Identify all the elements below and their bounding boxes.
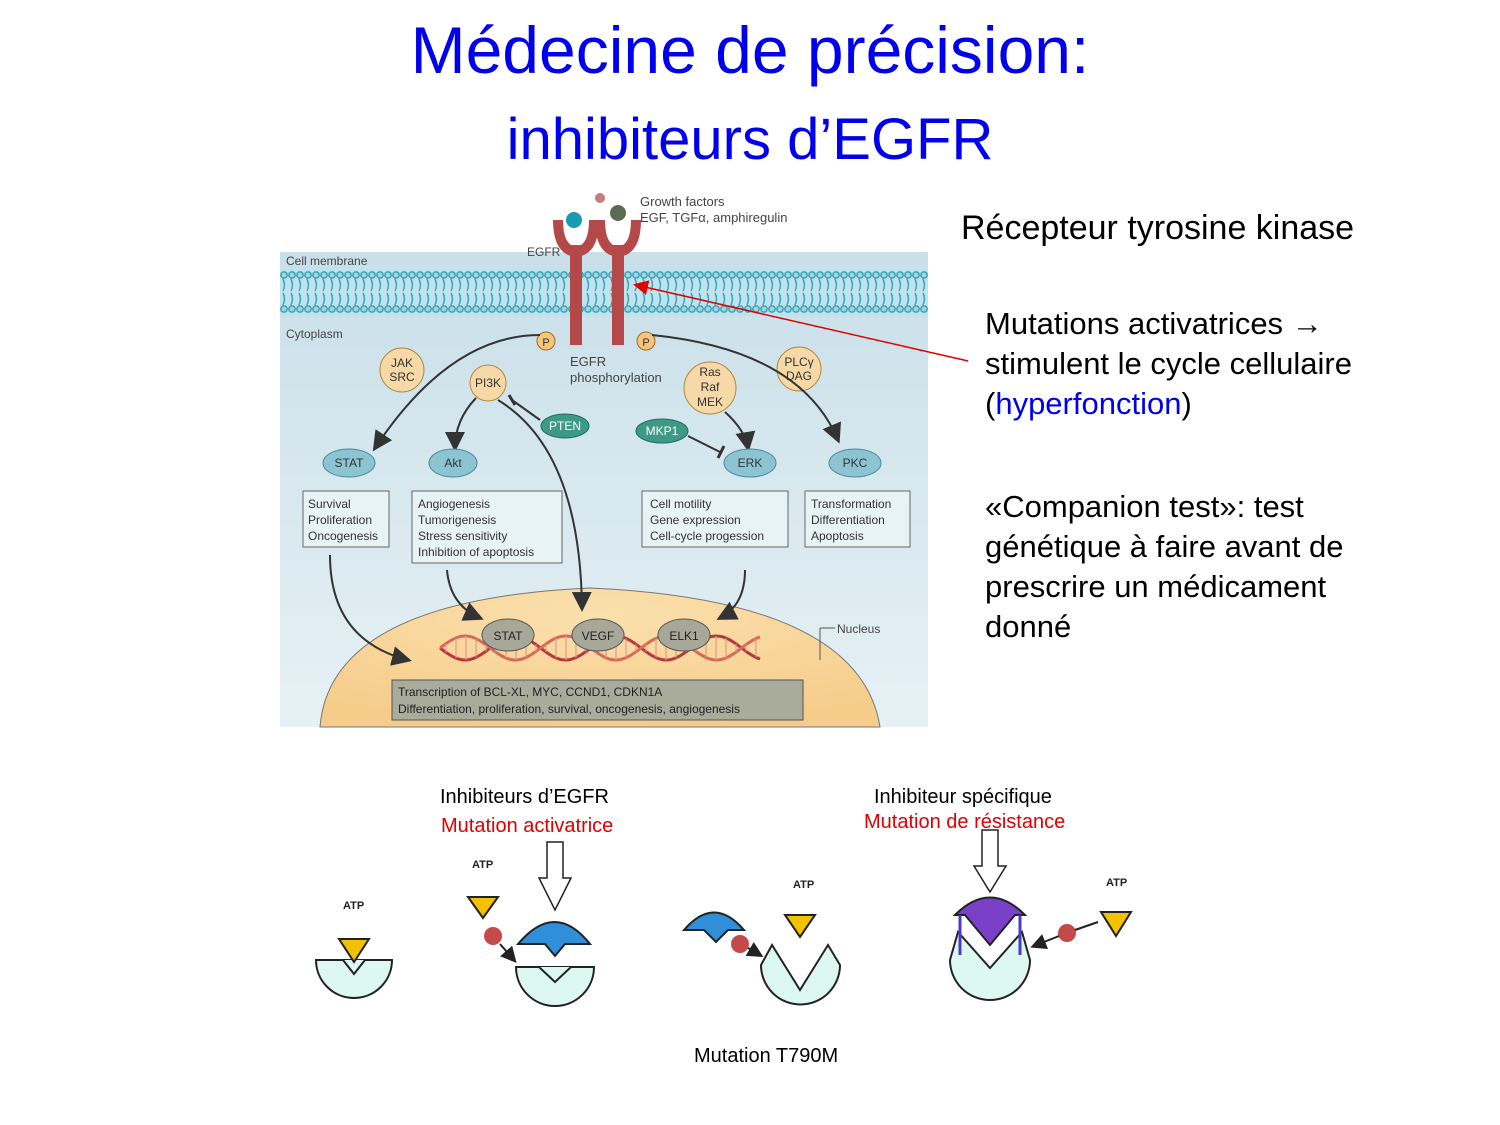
stat-node: STAT bbox=[322, 448, 376, 478]
egfr-label: EGFR bbox=[527, 245, 561, 259]
svg-text:Oncogenesis: Oncogenesis bbox=[308, 529, 378, 543]
svg-text:ATP: ATP bbox=[343, 900, 364, 912]
svg-text:STAT: STAT bbox=[335, 456, 365, 470]
hyperfonction-text: hyperfonction bbox=[995, 386, 1182, 421]
svg-text:PI3K: PI3K bbox=[475, 376, 501, 390]
svg-text:SRC: SRC bbox=[389, 370, 415, 384]
growth-factors-label: Growth factors bbox=[640, 194, 725, 209]
erk-node: ERK bbox=[723, 448, 777, 478]
cycle-text: stimulent le cycle cellulaire bbox=[985, 346, 1352, 381]
companion-line: «Companion test»: test bbox=[985, 489, 1304, 524]
mkp1-node: MKP1 bbox=[635, 418, 689, 444]
svg-text:PKC: PKC bbox=[843, 456, 868, 470]
svg-text:Transcription of BCL-XL, MYC,: Transcription of BCL-XL, MYC, CCND1, CDK… bbox=[398, 685, 662, 699]
phosphate-icon bbox=[636, 331, 656, 351]
svg-text:Apoptosis: Apoptosis bbox=[811, 529, 864, 543]
svg-text:DAG: DAG bbox=[786, 369, 812, 383]
svg-text:ATP: ATP bbox=[472, 859, 493, 871]
panel-t790m: ATP bbox=[681, 879, 842, 1006]
slide-subtitle: inhibiteurs d’EGFR bbox=[506, 107, 994, 172]
nucleus-label: Nucleus bbox=[837, 622, 880, 636]
panel-specific-inhibitor: ATP bbox=[948, 829, 1133, 1001]
svg-text:PLCγ: PLCγ bbox=[784, 355, 813, 369]
svg-text:Raf: Raf bbox=[701, 380, 720, 394]
phosphate-icon bbox=[536, 331, 556, 351]
outcome-box-stat: Survival Proliferation Oncogenesis bbox=[302, 490, 390, 548]
svg-text:ATP: ATP bbox=[793, 879, 814, 891]
cell-membrane-label: Cell membrane bbox=[286, 254, 368, 268]
svg-text:VEGF: VEGF bbox=[582, 629, 615, 643]
svg-text:ELK1: ELK1 bbox=[669, 629, 699, 643]
svg-text:Proliferation: Proliferation bbox=[308, 513, 372, 527]
akt-node: Akt bbox=[428, 448, 478, 478]
svg-text:P: P bbox=[642, 337, 649, 349]
membrane-lipids bbox=[280, 271, 928, 313]
svg-text:Differentiation, proliferation: Differentiation, proliferation, survival… bbox=[398, 702, 740, 716]
svg-text:Angiogenesis: Angiogenesis bbox=[418, 497, 490, 511]
jak-src-node: JAK SRC bbox=[379, 347, 425, 393]
outcome-box-pkc: Transformation Differentiation Apoptosis bbox=[804, 490, 911, 548]
growth-factors-list: EGF, TGFα, amphiregulin bbox=[640, 210, 787, 225]
companion-paragraph: «Companion test»: test génétique à faire… bbox=[985, 487, 1465, 647]
pten-node: PTEN bbox=[540, 413, 590, 439]
red-pointer-arrow bbox=[633, 280, 969, 362]
outcome-box-akt: Angiogenesis Tumorigenesis Stress sensit… bbox=[411, 490, 563, 564]
slide-title: Médecine de précision: bbox=[410, 13, 1090, 87]
svg-text:Ras: Ras bbox=[699, 365, 720, 379]
label-mutation-t790m: Mutation T790M bbox=[694, 1045, 839, 1067]
panel-inhibitor-activating: ATP bbox=[466, 841, 596, 1007]
svg-text:Differentiation: Differentiation bbox=[811, 513, 885, 527]
label-mutation-resistance: Mutation de résistance bbox=[864, 811, 1066, 833]
panel-atp-binding: ATP bbox=[314, 900, 394, 999]
svg-text:MEK: MEK bbox=[697, 395, 723, 409]
dna-vegf-factor: VEGF bbox=[571, 618, 625, 652]
label-inhibiteur-specifique: Inhibiteur spécifique bbox=[874, 786, 1052, 808]
svg-text:PTEN: PTEN bbox=[549, 419, 581, 433]
mutations-text: Mutations activatrices bbox=[985, 306, 1292, 341]
svg-text:Stress sensitivity: Stress sensitivity bbox=[418, 529, 507, 543]
plcy-dag-node: PLCγ DAG bbox=[776, 346, 822, 392]
ligand-icon bbox=[566, 212, 582, 228]
label-mutation-activatrice: Mutation activatrice bbox=[441, 815, 614, 837]
svg-text:Cell-cycle progession: Cell-cycle progession bbox=[650, 529, 764, 543]
egfr-phos-label: EGFR bbox=[570, 354, 606, 369]
svg-text:Gene expression: Gene expression bbox=[650, 513, 741, 527]
svg-text:JAK: JAK bbox=[391, 356, 413, 370]
pi3k-node: PI3K bbox=[469, 364, 507, 402]
arrow-right-icon: → bbox=[1291, 306, 1323, 341]
svg-text:Akt: Akt bbox=[444, 456, 462, 470]
companion-line: génétique à faire avant de bbox=[985, 529, 1344, 564]
ligand-icon bbox=[610, 205, 626, 221]
companion-line: donné bbox=[985, 609, 1072, 644]
receptor-heading: Récepteur tyrosine kinase bbox=[961, 209, 1355, 247]
dna-stat-factor: STAT bbox=[481, 618, 535, 652]
svg-text:ERK: ERK bbox=[738, 456, 763, 470]
companion-line: prescrire un médicament bbox=[985, 569, 1327, 604]
ligand-icon bbox=[595, 193, 605, 203]
svg-text:P: P bbox=[542, 337, 549, 349]
egfr-phos-label: phosphorylation bbox=[570, 370, 662, 385]
ras-raf-mek-node: Ras Raf MEK bbox=[683, 361, 737, 415]
svg-text:ATP: ATP bbox=[1106, 877, 1127, 889]
egfr-receptor-right bbox=[595, 219, 641, 345]
svg-text:MKP1: MKP1 bbox=[646, 424, 679, 438]
svg-text:Cell motility: Cell motility bbox=[650, 497, 711, 511]
egfr-receptor-left bbox=[553, 219, 599, 345]
svg-text:STAT: STAT bbox=[494, 629, 524, 643]
dna-elk1-factor: ELK1 bbox=[657, 618, 711, 652]
svg-text:Tumorigenesis: Tumorigenesis bbox=[418, 513, 496, 527]
label-inhibiteurs-egfr: Inhibiteurs d’EGFR bbox=[440, 786, 609, 808]
svg-text:Survival: Survival bbox=[308, 497, 351, 511]
pkc-node: PKC bbox=[828, 448, 882, 478]
svg-text:Inhibition of apoptosis: Inhibition of apoptosis bbox=[418, 545, 534, 559]
cytoplasm-label: Cytoplasm bbox=[286, 327, 343, 341]
svg-text:Transformation: Transformation bbox=[811, 497, 891, 511]
mutations-paragraph: Mutations activatrices → stimulent le cy… bbox=[985, 304, 1465, 424]
outcome-box-erk: Cell motility Gene expression Cell-cycle… bbox=[641, 490, 789, 548]
transcription-box: Transcription of BCL-XL, MYC, CCND1, CDK… bbox=[391, 679, 804, 721]
